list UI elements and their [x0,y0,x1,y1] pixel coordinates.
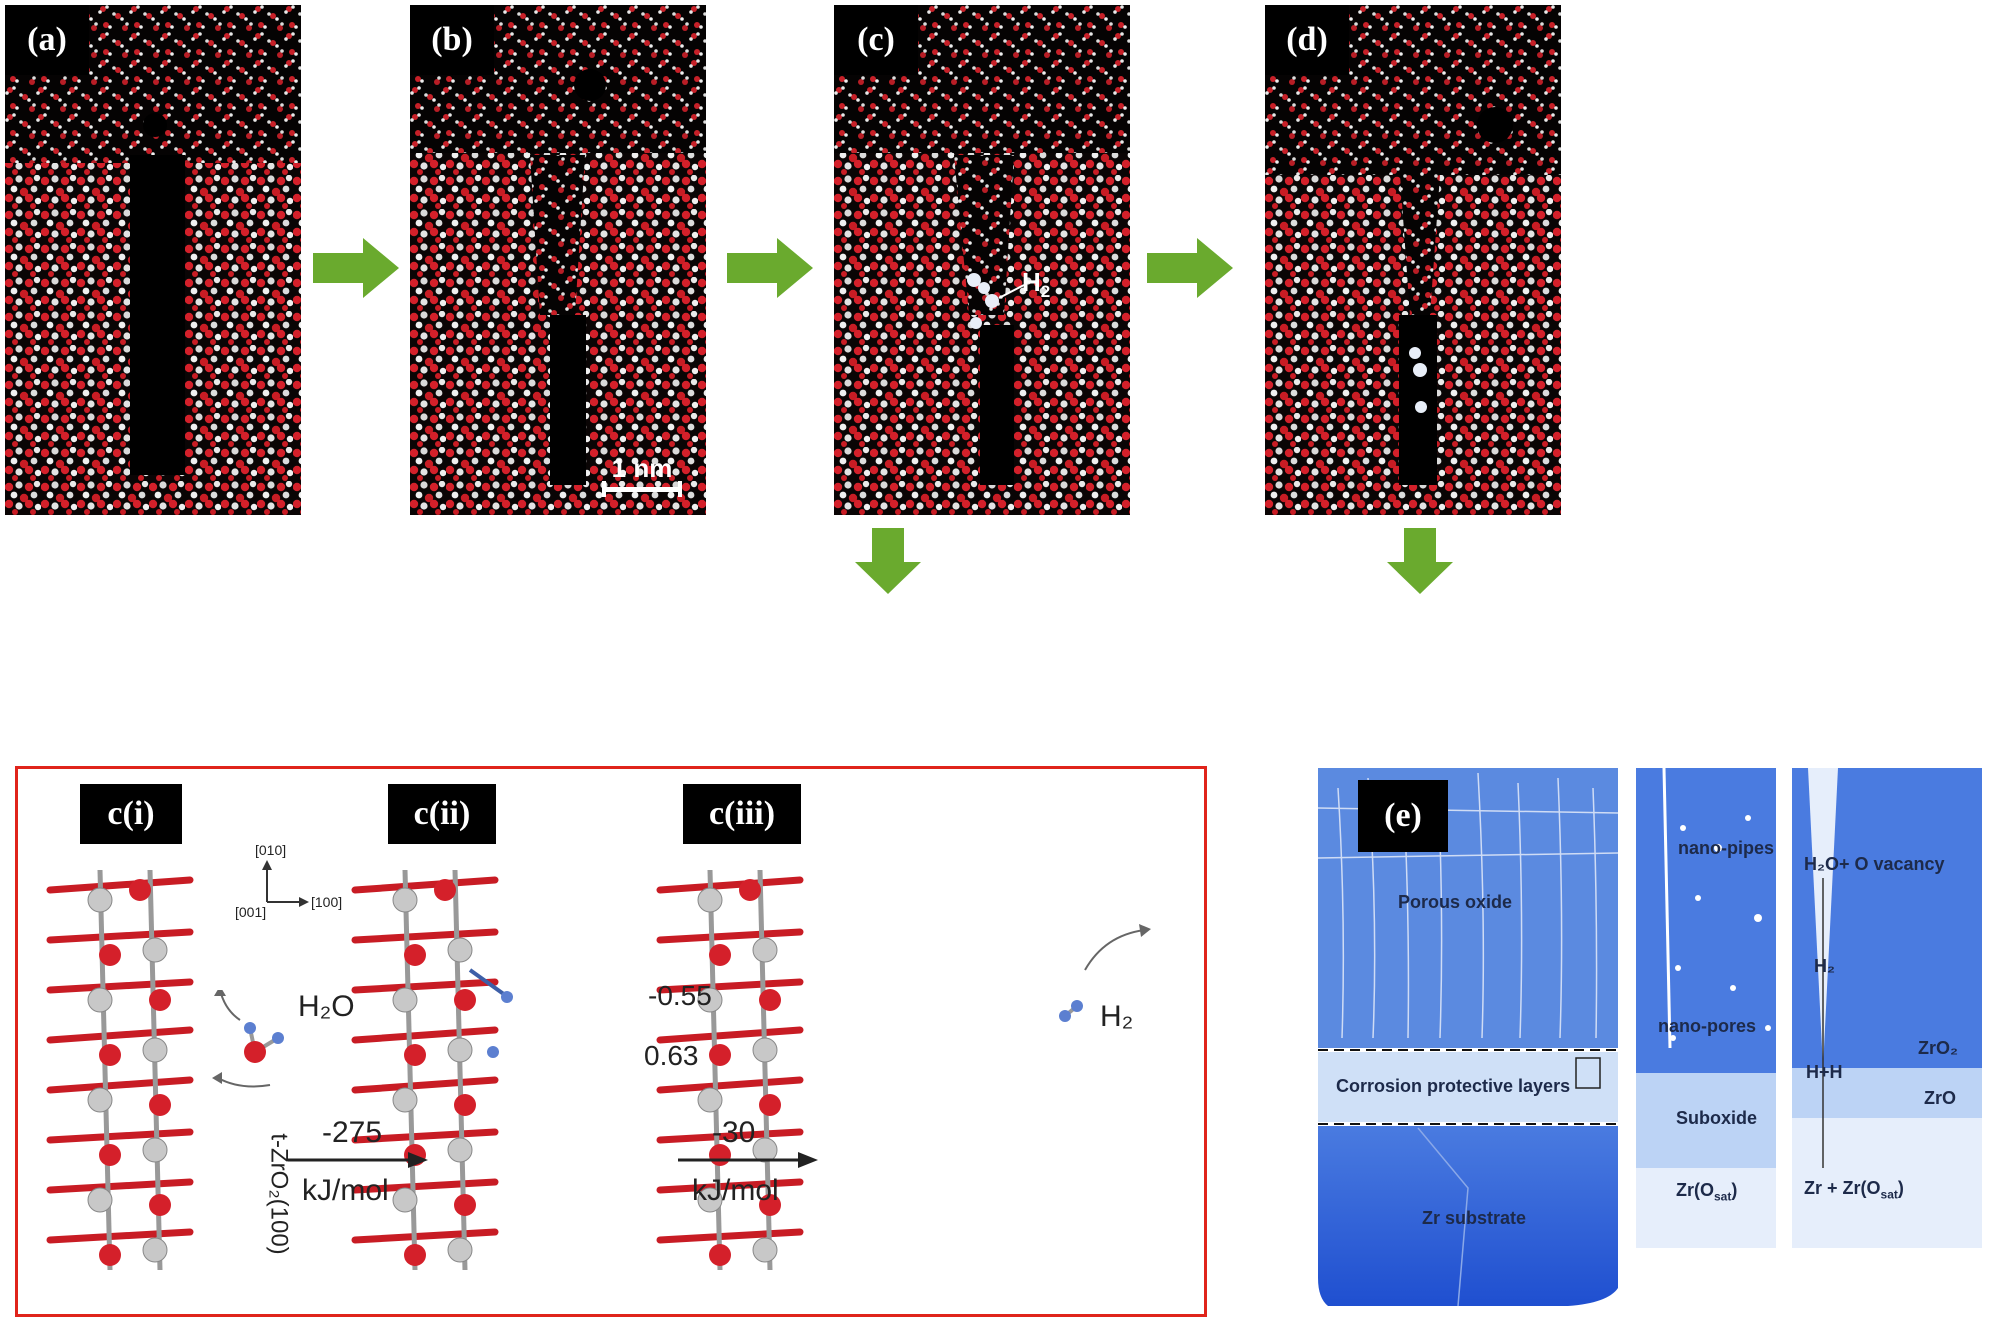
panel-d-simulation [1265,5,1561,515]
h2-molecule-icon [1059,924,1151,1022]
water-label: H₂O [298,990,355,1023]
arrow-b-to-c [727,238,813,298]
arrow-c-to-d [1147,238,1233,298]
arrow-c-down [855,528,921,594]
slab-c-iii [650,860,820,1280]
h2-product-label: H₂ [1100,1000,1134,1033]
slab-c-i [40,860,210,1280]
zro-label: ZrO [1924,1088,1957,1108]
step1-unit: kJ/mol [302,1174,389,1207]
zro2-label: ZrO₂ [1918,1038,1958,1058]
step1-arrow [288,1150,428,1170]
panel-c-simulation [834,5,1130,515]
axis-z-label: [001] [235,904,267,920]
crystal-axes: [010] [100] [001] [225,842,365,922]
h2o-vacancy-label: H₂O+ O vacancy [1804,854,1945,874]
inset-c-ii-label: c(ii) [388,784,496,844]
panel-b: (b) 1 nm [410,5,706,515]
scale-bar: 1 nm [598,453,686,497]
step2-energy: -30 [712,1116,756,1149]
zro2-slab-ii [351,869,513,1271]
arrow-right-icon [1147,238,1233,298]
axes-arrows-icon [262,860,309,907]
zro2-slab-iii [656,869,804,1271]
panel-c: (c) H2 [834,5,1130,515]
arrow-right-icon [288,1152,428,1168]
panel-e: (e) Porous oxide Corrosion protective la… [1318,768,1988,1308]
panel-a: (a) [5,5,301,515]
panel-e-label: (e) [1358,780,1448,852]
suboxide-label: Suboxide [1676,1108,1758,1128]
panel-d: (d) [1265,5,1561,515]
nano-pores-label: nano-pores [1658,1016,1757,1036]
panel-b-label: (b) [410,5,494,75]
zr-zr-end: ) [1897,1178,1904,1198]
step2-unit: kJ/mol [692,1174,779,1207]
nano-pipes-label: nano-pipes [1678,838,1775,858]
zr-osat-sub: sat [1714,1189,1732,1204]
panel-a-simulation [5,5,301,515]
arrow-d-down [1387,528,1453,594]
arrow-down-icon [1387,528,1453,594]
arrow-right-icon [313,238,399,298]
zr-osat-label: Zr(Osat) [1676,1180,1737,1204]
inset-c-iii-label: c(iii) [683,784,801,844]
scale-bar-tick-right [678,481,682,497]
porous-oxide-label: Porous oxide [1398,892,1513,912]
substrate-label: Zr substrate [1422,1208,1527,1228]
protective-layer-label: Corrosion protective layers [1336,1076,1571,1096]
h2-mid-label: H₂ [1814,956,1835,976]
arrow-down-icon [855,528,921,594]
scale-bar-label: 1 nm [611,453,673,483]
panel-d-label: (d) [1265,5,1349,75]
panel-e-schematic [1318,768,1982,1307]
zr-zr-base: Zr + Zr(O [1804,1178,1881,1198]
charge-positive: 0.63 [644,1040,699,1071]
panel-b-simulation [410,5,706,515]
hh-label: H+H [1806,1062,1843,1082]
arrow-right-icon [678,1152,818,1168]
arrow-a-to-b [313,238,399,298]
zr-zr-label: Zr + Zr(Osat) [1804,1178,1904,1202]
water-molecule-icon [212,986,284,1088]
water-molecule [210,986,330,1100]
step1-energy: -275 [322,1116,383,1149]
axis-y-label: [010] [255,842,287,858]
zr-zr-sub: sat [1880,1187,1898,1202]
inset-c-box [15,766,1207,1317]
h2-callout-sub: 2 [1040,282,1051,302]
inset-c-i-label: c(i) [80,784,182,844]
zr-osat-base: Zr(O [1676,1180,1714,1200]
zr-osat-end: ) [1731,1180,1738,1200]
panel-a-label: (a) [5,5,89,75]
scale-bar-line [602,487,682,492]
h2-callout-h: H [1022,267,1041,297]
panel-c-label: (c) [834,5,918,75]
zro2-slab-i [46,869,194,1271]
arrow-right-icon [727,238,813,298]
step2-arrow [678,1150,818,1170]
axis-x-label: [100] [311,894,343,910]
h2-product [1055,920,1155,1030]
h2-callout: H2 [1022,267,1050,302]
scale-bar-tick-left [602,481,606,497]
charge-negative: -0.55 [648,980,712,1011]
slab-c-ii [345,860,515,1280]
